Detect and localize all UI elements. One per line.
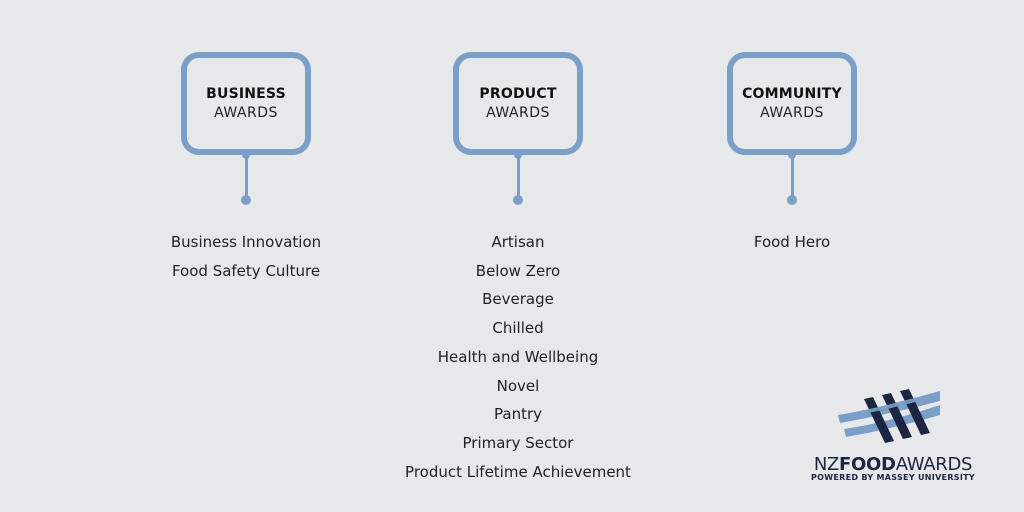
food-awards-emblem-icon [838,389,940,443]
product-award-list: Artisan Below Zero Beverage Chilled Heal… [405,228,631,486]
business-connector [241,151,251,207]
award-item: Business Innovation [170,233,322,251]
community-award-list: Food Hero [754,228,830,257]
business-award-list: Business Innovation Food Safety Culture [171,228,321,285]
product-awards-subtitle: AWARDS [486,105,550,121]
award-item: Artisan [491,233,545,251]
award-item: Chilled [492,319,544,338]
award-item: Novel [496,376,540,395]
product-awards-column: PRODUCT AWARDS Artisan Below Zero Bevera… [368,0,668,486]
product-awards-title: PRODUCT [479,86,557,102]
award-item: Health and Wellbeing [437,347,599,366]
award-item: Beverage [482,290,554,309]
logo-tagline: POWERED BY MASSEY UNIVERSITY [811,473,975,482]
business-awards-column: BUSINESS AWARDS Business Innovation Food… [96,0,396,285]
award-item: Below Zero [475,261,561,280]
award-item: Food Safety Culture [171,261,321,280]
award-item: Food Hero [753,233,831,251]
community-connector [787,151,797,207]
product-connector [513,151,523,207]
community-awards-title: COMMUNITY [742,86,842,102]
community-awards-column: COMMUNITY AWARDS Food Hero [642,0,942,257]
business-awards-subtitle: AWARDS [214,105,278,121]
product-awards-card: PRODUCT AWARDS [453,52,583,155]
business-awards-card: BUSINESS AWARDS [181,52,311,155]
award-item: Primary Sector [462,433,574,452]
business-awards-title: BUSINESS [206,86,286,102]
nz-food-awards-logo: NZFOODAWARDS POWERED BY MASSEY UNIVERSIT… [808,385,978,485]
logo-wordmark: NZFOODAWARDS [813,454,973,475]
community-awards-card: COMMUNITY AWARDS [727,52,857,155]
award-item: Pantry [494,405,542,424]
award-item: Product Lifetime Achievement [405,462,631,481]
community-awards-subtitle: AWARDS [760,105,824,121]
